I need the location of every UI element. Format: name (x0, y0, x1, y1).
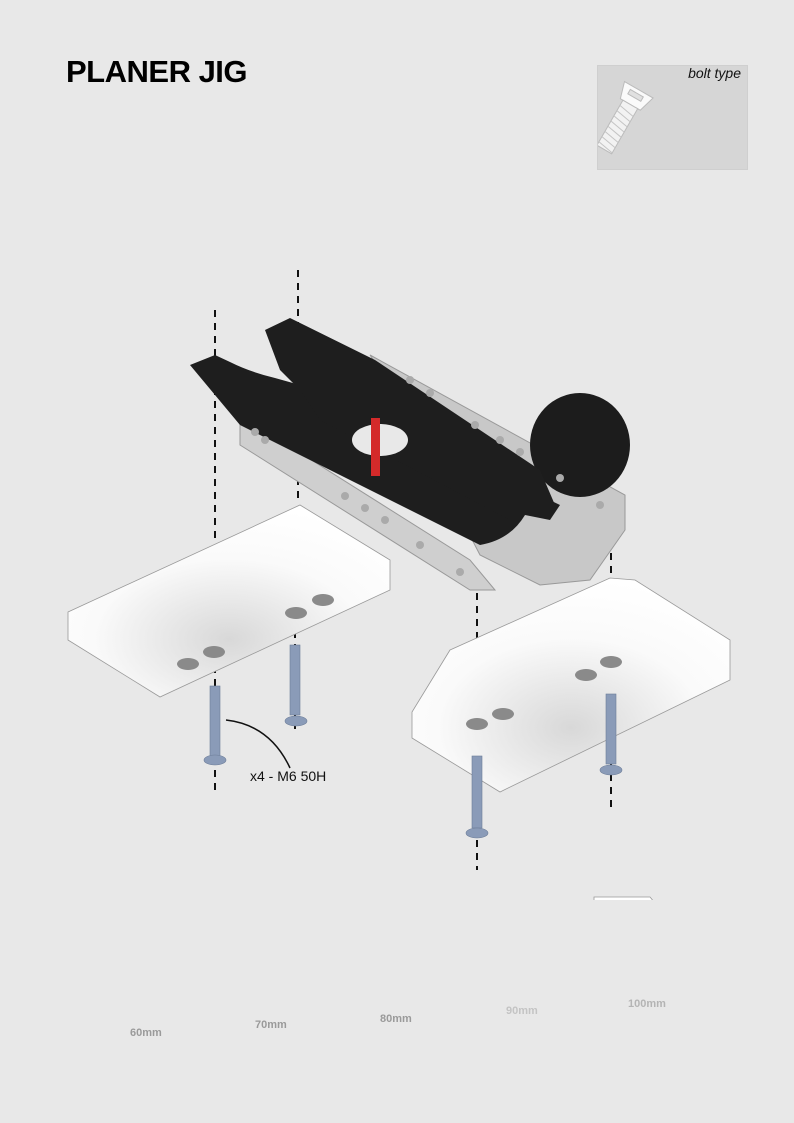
bolt-type-label: bolt type (688, 65, 741, 81)
size-label-60: 60mm (130, 1027, 162, 1039)
size-profiles (593, 896, 653, 900)
callout-leader (225, 719, 291, 769)
bolt-callout-label: x4 - M6 50H (250, 768, 327, 784)
countersunk-screw-icon (598, 80, 654, 155)
exploded-assembly-diagram (67, 270, 731, 900)
knob (530, 393, 630, 497)
size-label-70: 70mm (255, 1019, 287, 1031)
red-pin (371, 418, 380, 476)
right-block (411, 577, 731, 793)
size-label-80: 80mm (380, 1013, 412, 1025)
size-label-90: 90mm (506, 1005, 538, 1017)
page-title: PLANER JIG (66, 54, 248, 89)
size-label-100: 100mm (628, 998, 666, 1010)
left-block (67, 504, 391, 698)
bolt-type-panel: bolt type (597, 65, 748, 170)
bolts (203, 644, 623, 839)
